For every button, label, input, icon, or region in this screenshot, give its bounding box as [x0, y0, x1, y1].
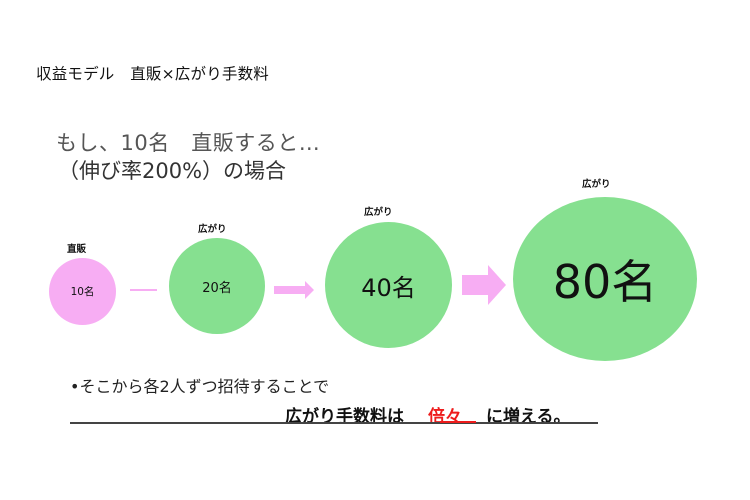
spread-circle-1: 20名 [169, 238, 265, 334]
spread-count-3: 80名 [552, 255, 658, 309]
direct-sales-count: 10名 [70, 286, 95, 298]
arrow-right-icon [462, 265, 506, 305]
scenario-line-2: （伸び率200%）の場合 [58, 159, 287, 183]
direct-sales-circle: 10名 [49, 258, 116, 325]
spread-label-1: 広がり [198, 224, 227, 235]
spread-circle-2: 40名 [325, 222, 452, 348]
spread-label-2: 広がり [364, 207, 393, 218]
direct-sales-label: 直販 [67, 244, 87, 255]
emphasis-post: に増える。 [486, 407, 571, 427]
bullet-text: •そこから各2人ずつ招待することで [70, 377, 330, 396]
connector-line [130, 289, 157, 291]
spread-label-3: 広がり [582, 179, 611, 190]
spread-circle-3: 80名 [513, 197, 697, 361]
arrow-right-icon [274, 281, 314, 299]
emphasis-pre: 広がり手数料は [285, 407, 404, 427]
emphasis-red: 倍々 [428, 407, 462, 427]
scenario-line-1: もし、10名 直販すると… [56, 131, 321, 155]
underline-divider [70, 422, 598, 424]
spread-count-2: 40名 [361, 273, 416, 302]
spread-count-1: 20名 [202, 280, 232, 296]
slide-title: 収益モデル 直販×広がり手数料 [36, 65, 269, 83]
red-underline [440, 421, 476, 423]
